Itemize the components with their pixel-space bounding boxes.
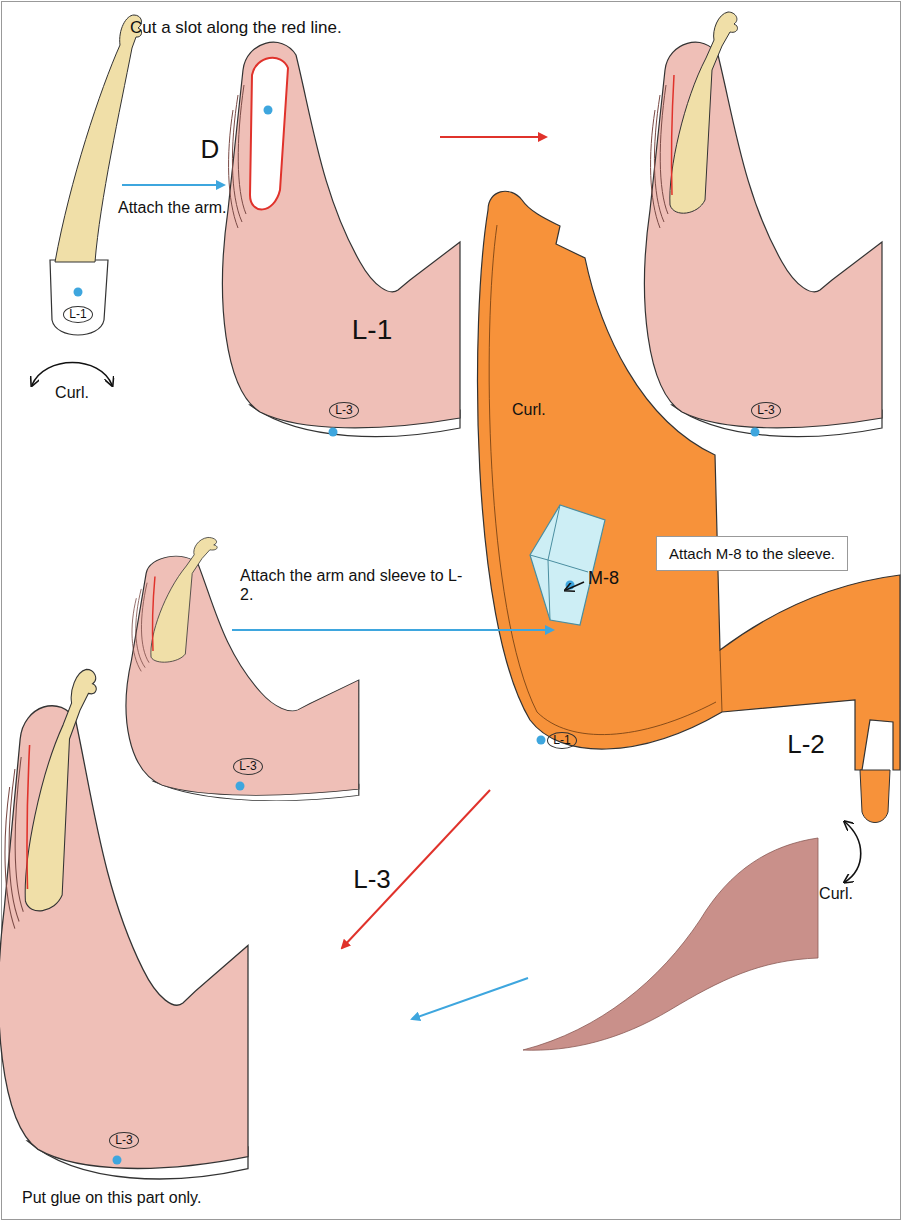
part-callout: L-3 bbox=[329, 402, 358, 419]
note-box: Attach M-8 to the sleeve. bbox=[656, 536, 848, 571]
part-callout: L-3 bbox=[109, 1132, 138, 1149]
callout-text: L-1 bbox=[553, 733, 570, 748]
instruction-text: Curl. bbox=[55, 383, 89, 402]
callout-text: L-3 bbox=[115, 1133, 132, 1148]
callout-text: L-3 bbox=[757, 403, 774, 418]
part-name: L-2 bbox=[787, 729, 825, 760]
part-name: L-1 bbox=[352, 313, 392, 347]
callout-text: L-3 bbox=[239, 759, 256, 774]
callout-text: L-1 bbox=[69, 307, 86, 322]
note-text: Attach M-8 to the sleeve. bbox=[669, 545, 835, 562]
instruction-text: Attach the arm and sleeve to L-2. bbox=[240, 566, 470, 604]
part-callout: L-3 bbox=[751, 402, 780, 419]
instruction-text: Curl. bbox=[512, 400, 546, 419]
part-callout: L-1 bbox=[63, 306, 92, 323]
instruction-text: M-8 bbox=[588, 568, 619, 590]
part-callout: L-3 bbox=[233, 758, 262, 775]
instruction-text: Curl. bbox=[819, 884, 853, 903]
instruction-text: Attach the arm. bbox=[118, 198, 228, 217]
instruction-text: Cut a slot along the red line. bbox=[130, 18, 342, 38]
part-name: D bbox=[201, 134, 220, 165]
part-name: L-3 bbox=[353, 864, 391, 895]
instruction-text: Put glue on this part only. bbox=[22, 1188, 201, 1207]
part-callout: L-1 bbox=[547, 732, 576, 749]
callout-text: L-3 bbox=[335, 403, 352, 418]
